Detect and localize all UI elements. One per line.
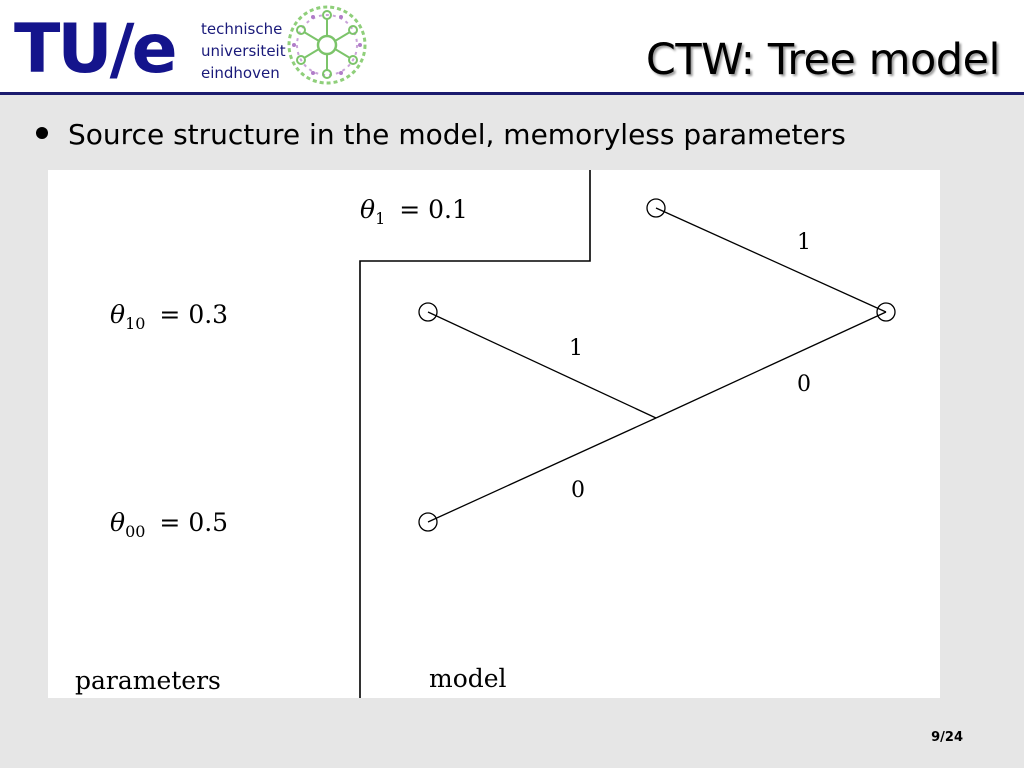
param-theta-1-sub: 1 — [375, 209, 385, 228]
param-theta-1: θ1 = 0.1 — [360, 195, 468, 228]
edge-root-to-inner — [655, 311, 887, 419]
university-name-line-1: technische — [201, 20, 283, 38]
tree-model-figure: θ1= 0.1 θ10= 0.3 θ00= 0.5 1 0 1 0 — [48, 170, 940, 698]
separator-line — [359, 170, 591, 698]
bullet-text: Source structure in the model, memoryles… — [68, 118, 846, 151]
leaf-node-1 — [646, 198, 666, 218]
bullet-item: Source structure in the model, memoryles… — [36, 118, 846, 151]
edge-inner-to-leaf10 — [427, 311, 657, 419]
edge-label-inner-leaf10: 1 — [569, 336, 583, 361]
param-theta-10-symbol: θ — [110, 300, 125, 329]
edge-inner-to-leaf00 — [427, 417, 657, 523]
edge-root-to-leaf1 — [655, 207, 887, 313]
university-name-line-2: universiteit — [201, 42, 286, 60]
caption-model: model — [429, 664, 507, 693]
edge-label-root-inner: 0 — [797, 372, 811, 397]
param-theta-00-value: = 0.5 — [159, 508, 228, 537]
param-theta-1-symbol: θ — [360, 195, 375, 224]
param-theta-00: θ00 = 0.5 — [110, 508, 228, 541]
leaf-node-00 — [418, 512, 438, 532]
tue-logo-mark: TU/e — [14, 10, 175, 89]
param-theta-10: θ10 = 0.3 — [110, 300, 228, 333]
param-theta-10-value: = 0.3 — [159, 300, 228, 329]
leaf-node-10 — [418, 302, 438, 322]
university-name: technische universiteit eindhoven — [201, 18, 286, 84]
tue-logo: TU/e — [14, 10, 178, 89]
edge-label-root-leaf1: 1 — [797, 230, 811, 255]
header-divider — [0, 92, 1024, 95]
param-theta-10-sub: 10 — [125, 314, 145, 333]
page-number: 9/24 — [931, 730, 963, 745]
caption-parameters: parameters — [75, 666, 221, 695]
university-seal-icon — [287, 5, 367, 85]
param-theta-00-sub: 00 — [125, 522, 145, 541]
tree-model-diagram: θ1= 0.1 θ10= 0.3 θ00= 0.5 1 0 1 0 — [75, 170, 896, 698]
edge-label-inner-leaf00: 0 — [571, 478, 585, 503]
root-node — [876, 302, 896, 322]
bullet-dot-icon — [36, 127, 48, 139]
slide-title: CTW: Tree model — [645, 35, 1001, 85]
slide-header: TU/e technische universiteit eindhoven C… — [0, 0, 1024, 92]
param-theta-00-symbol: θ — [110, 508, 125, 537]
param-theta-1-value: = 0.1 — [399, 195, 468, 224]
university-name-line-3: eindhoven — [201, 64, 280, 82]
